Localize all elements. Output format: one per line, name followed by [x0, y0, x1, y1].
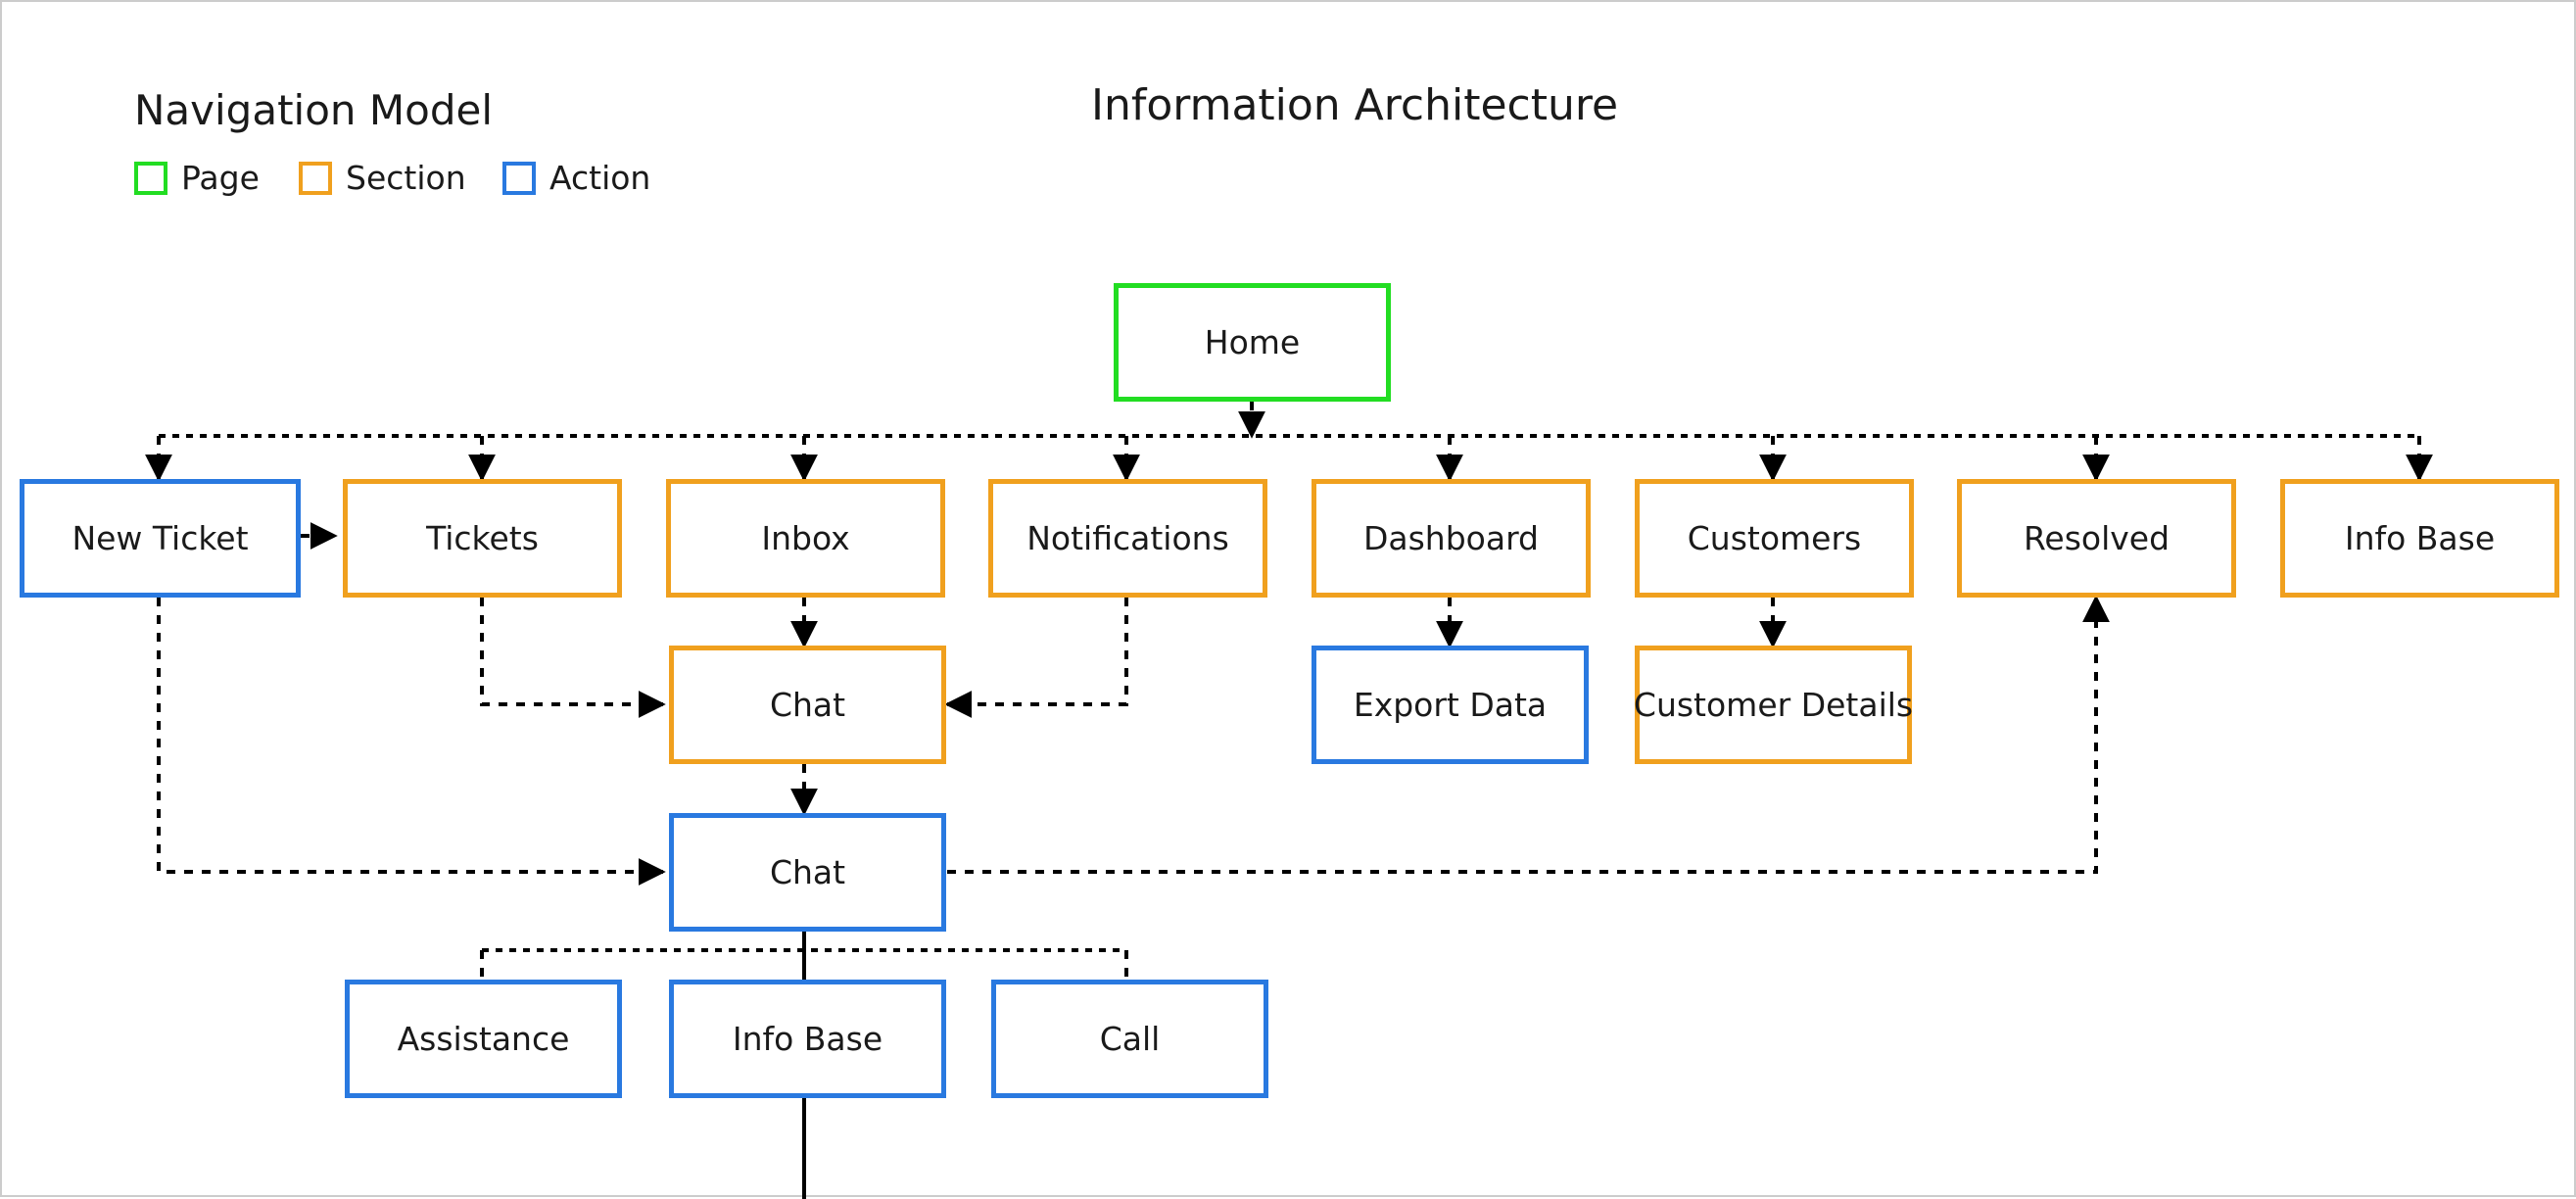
node-home-label: Home: [1204, 323, 1301, 361]
legend-label-page: Page: [181, 159, 260, 197]
node-info-base-bottom[interactable]: Info Base: [669, 980, 946, 1098]
node-notifications[interactable]: Notifications: [988, 479, 1267, 598]
node-chat-action-label: Chat: [769, 853, 846, 891]
node-resolved[interactable]: Resolved: [1957, 479, 2236, 598]
node-resolved-label: Resolved: [2023, 519, 2171, 557]
node-dashboard[interactable]: Dashboard: [1312, 479, 1591, 598]
legend-swatch-page-icon: [134, 161, 167, 195]
node-inbox-label: Inbox: [761, 519, 850, 557]
legend-item-page: Page: [134, 159, 260, 197]
node-assistance[interactable]: Assistance: [345, 980, 622, 1098]
node-chat-section-label: Chat: [769, 686, 846, 724]
legend-item-section: Section: [299, 159, 466, 197]
legend-label-action: Action: [549, 159, 651, 197]
node-tickets-label: Tickets: [426, 519, 539, 557]
node-customers-label: Customers: [1687, 519, 1862, 557]
node-new-ticket-label: New Ticket: [72, 519, 249, 557]
node-customers[interactable]: Customers: [1635, 479, 1914, 598]
node-info-base-top[interactable]: Info Base: [2280, 479, 2559, 598]
node-call-label: Call: [1099, 1020, 1161, 1058]
node-info-base-bottom-label: Info Base: [732, 1020, 883, 1058]
node-info-base-top-label: Info Base: [2344, 519, 2496, 557]
legend-swatch-action-icon: [502, 161, 536, 195]
node-export-data[interactable]: Export Data: [1312, 646, 1589, 764]
node-assistance-label: Assistance: [397, 1020, 570, 1058]
node-chat-action[interactable]: Chat: [669, 813, 946, 932]
node-export-data-label: Export Data: [1353, 686, 1548, 724]
node-home[interactable]: Home: [1114, 283, 1391, 402]
node-customer-details[interactable]: Customer Details: [1633, 646, 1914, 764]
node-new-ticket[interactable]: New Ticket: [20, 479, 301, 598]
node-chat-section[interactable]: Chat: [669, 646, 946, 764]
node-tickets[interactable]: Tickets: [343, 479, 622, 598]
node-inbox[interactable]: Inbox: [666, 479, 945, 598]
legend-swatch-section-icon: [299, 161, 332, 195]
legend-label-section: Section: [346, 159, 466, 197]
information-architecture-title: Information Architecture: [1091, 80, 1619, 130]
node-dashboard-label: Dashboard: [1362, 519, 1540, 557]
node-customer-details-label: Customer Details: [1633, 686, 1914, 724]
node-notifications-label: Notifications: [1026, 519, 1229, 557]
navigation-model-title: Navigation Model: [134, 86, 493, 134]
legend-item-action: Action: [502, 159, 650, 197]
node-call[interactable]: Call: [991, 980, 1268, 1098]
